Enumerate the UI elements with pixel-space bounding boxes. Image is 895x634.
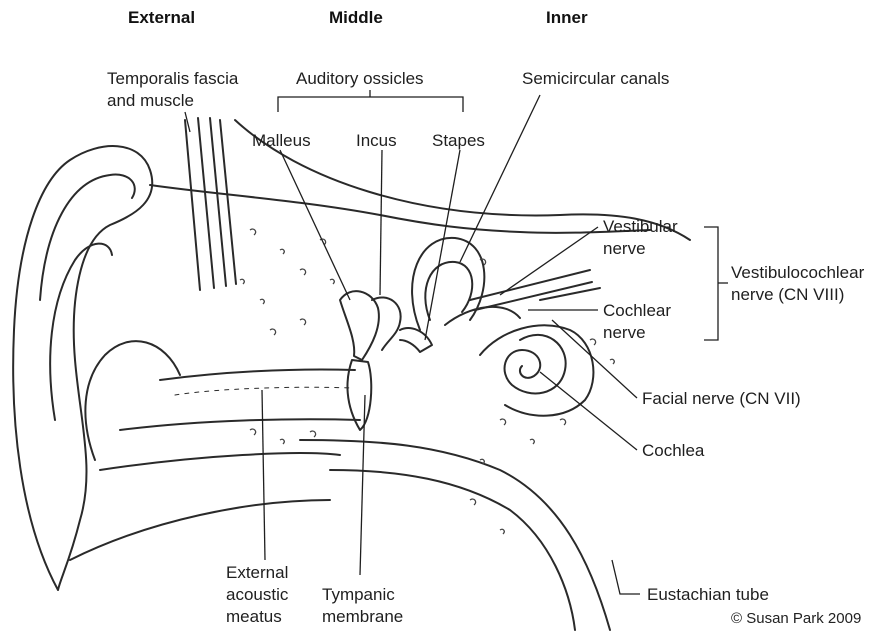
label-malleus: Malleus (252, 130, 311, 151)
label-cochlear-nerve-line2: nerve (603, 322, 646, 343)
semicircular-canal-1 (412, 238, 484, 330)
semicircular-canal-2 (425, 262, 472, 320)
label-vestibular-line1: Vestibular (603, 216, 678, 237)
label-temporalis-line1: Temporalis fascia (107, 68, 238, 89)
ear-canal-upper (160, 369, 355, 380)
label-vestibulocochlear-line1: Vestibulocochlear (731, 262, 864, 283)
pinna-helix (40, 175, 135, 300)
section-middle: Middle (329, 8, 383, 28)
label-tympanic-line1: Tympanic (322, 584, 395, 605)
label-cochlea: Cochlea (642, 440, 704, 461)
label-vestibular-line2: nerve (603, 238, 646, 259)
label-tympanic-line2: membrane (322, 606, 403, 627)
label-vestibulocochlear-line2: nerve (CN VIII) (731, 284, 844, 305)
label-eac-line3: meatus (226, 606, 282, 627)
label-eac-line1: External (226, 562, 288, 583)
label-incus: Incus (356, 130, 397, 151)
label-eac-line2: acoustic (226, 584, 288, 605)
concha (85, 341, 180, 460)
pinna-outline (13, 146, 152, 590)
ear-canal-lower (120, 419, 360, 430)
label-eustachian-tube: Eustachian tube (647, 584, 769, 605)
section-inner: Inner (546, 8, 588, 28)
section-external: External (128, 8, 195, 28)
stapes-shape (400, 328, 432, 352)
temporal-bone-top (150, 185, 650, 233)
semicircular-canal-3 (445, 307, 520, 325)
label-auditory-ossicles: Auditory ossicles (296, 68, 424, 89)
label-cochlear-nerve-line1: Cochlear (603, 300, 671, 321)
copyright-credit: © Susan Park 2009 (731, 610, 861, 627)
label-facial-nerve: Facial nerve (CN VII) (642, 388, 801, 409)
label-semicircular-canals: Semicircular canals (522, 68, 669, 89)
label-stapes: Stapes (432, 130, 485, 151)
malleus-shape (340, 291, 379, 360)
label-temporalis-line2: and muscle (107, 90, 194, 111)
